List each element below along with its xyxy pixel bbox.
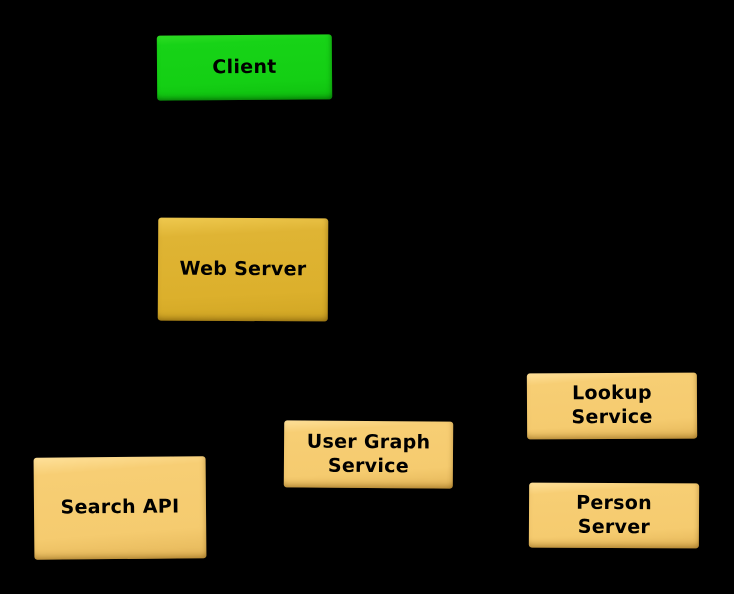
node-web-server: Web Server: [157, 217, 329, 322]
node-label: Client: [212, 55, 277, 78]
node-person-server: Person Server: [528, 482, 700, 549]
node-label: Web Server: [179, 257, 307, 280]
node-label: Search API: [60, 495, 180, 519]
node-user-graph-service: User Graph Service: [283, 420, 454, 489]
node-client: Client: [156, 34, 333, 101]
node-label: Lookup Service: [571, 382, 653, 429]
node-search-api: Search API: [33, 456, 207, 560]
node-label: User Graph Service: [306, 430, 431, 477]
node-lookup-service: Lookup Service: [526, 372, 698, 440]
node-label: Person Server: [576, 491, 653, 538]
